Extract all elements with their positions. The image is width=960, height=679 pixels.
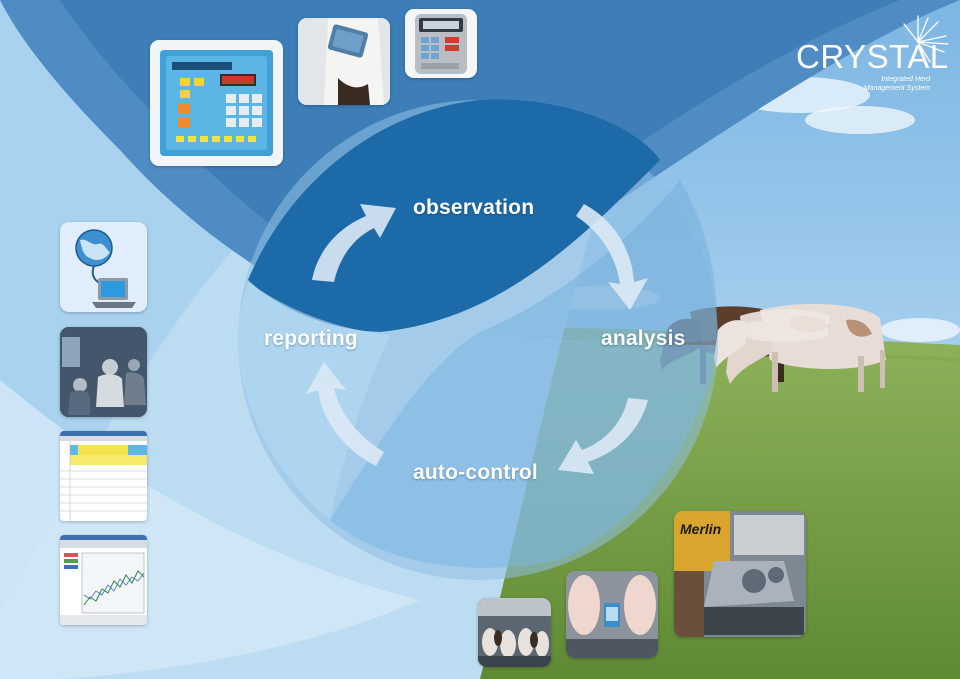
training-photo: [60, 327, 147, 417]
software-graph-screenshot: [60, 535, 147, 625]
udder-image: [566, 571, 658, 658]
observation-label: observation: [413, 196, 535, 219]
observation-quadrant: [248, 99, 660, 332]
cycle-arrow-icon: [306, 362, 384, 466]
handheld-terminal-photo: [405, 9, 477, 78]
auto-control-label: auto-control: [413, 461, 538, 484]
reporting-quadrant: [238, 282, 390, 520]
spreadsheet-icon: [60, 431, 147, 521]
cycle-arrows: [306, 204, 648, 474]
cycle-arrow-icon: [576, 204, 648, 310]
analysis-quadrant: [480, 180, 717, 344]
auto-control-quadrant: [330, 332, 716, 568]
cycle-arrow-icon: [558, 398, 648, 474]
graph-window-icon: [60, 535, 147, 625]
logo-subtitle-line2: Management System: [863, 85, 930, 92]
milking-parlour-photo: [478, 598, 551, 667]
logo-subtitle-line1: Integrated Herd: [881, 76, 930, 83]
robot-brand-text: Merlin: [680, 521, 722, 537]
milking-robot-photo: Merlin: [674, 511, 806, 637]
network-globe-tile: [60, 222, 147, 312]
crystal-logo: CRYSTAL Integrated Herd Management Syste…: [796, 14, 956, 104]
cycle-arrow-icon: [312, 204, 396, 282]
milking-robot-image: [674, 511, 806, 637]
globe-computer-icon: [75, 229, 136, 308]
analysis-label: analysis: [601, 327, 686, 350]
collar-sensor-icon: [298, 18, 390, 105]
logo-wordmark: CRYSTAL: [796, 38, 949, 75]
control-panel-icon: [160, 50, 273, 156]
software-table-screenshot: [60, 431, 147, 521]
handheld-terminal-icon: [415, 14, 467, 74]
collar-sensor-photo: [298, 18, 390, 105]
control-panel-photo: [150, 40, 283, 166]
parlour-image: [478, 598, 551, 667]
udder-sensor-photo: [566, 571, 658, 658]
crystal-star-icon: [903, 15, 949, 63]
training-photo-image: [60, 327, 147, 417]
reporting-label: reporting: [264, 327, 358, 350]
